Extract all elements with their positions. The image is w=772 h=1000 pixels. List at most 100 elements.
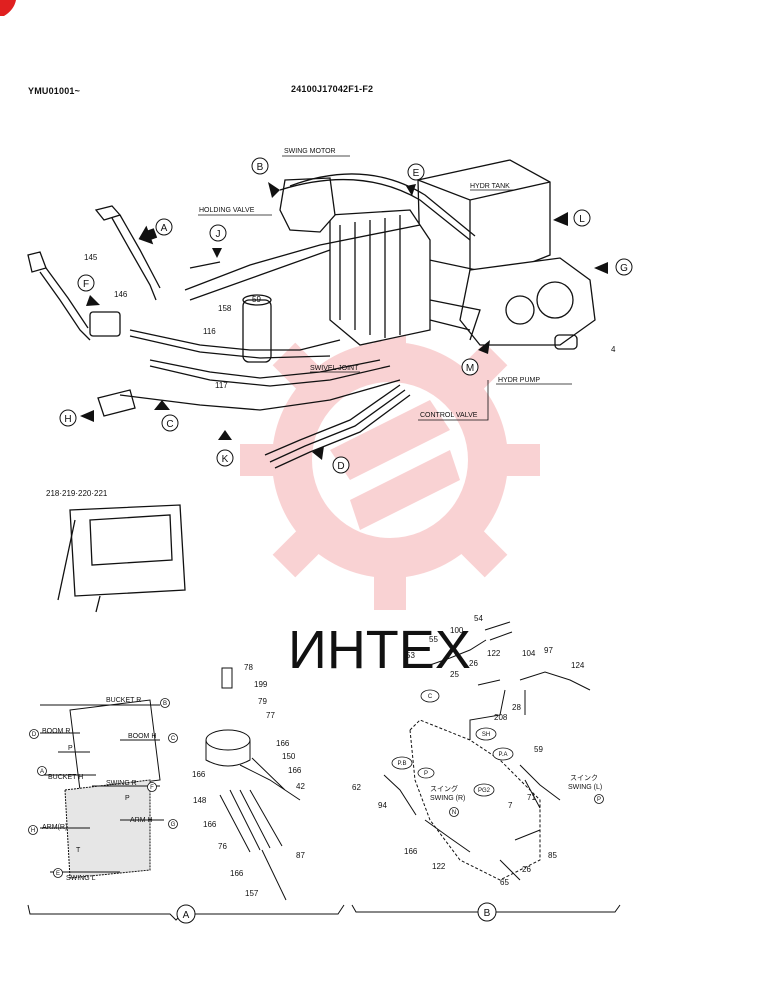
part-a-76: 76 — [218, 842, 227, 851]
part-a-79: 79 — [258, 697, 267, 706]
part-b-104: 104 — [522, 649, 536, 658]
label-t: T — [76, 847, 81, 854]
port-b-c: C — [428, 694, 433, 700]
label-arm-r: ARM(R) — [42, 824, 67, 831]
port-b-pa: P.A — [499, 752, 508, 758]
port-h-a: H — [31, 828, 35, 834]
label-p-b: P — [125, 795, 130, 802]
port-a-a: A — [40, 769, 44, 775]
part-b-7: 7 — [508, 801, 513, 810]
part-b-25: 25 — [450, 670, 459, 679]
label-swing-r: SWING R — [106, 780, 137, 787]
part-b-122: 122 — [487, 649, 501, 658]
swing-l-katakana: スインク — [570, 774, 598, 782]
label-swivel-joint: SWIVEL JOINT — [310, 365, 359, 372]
part-116: 116 — [203, 327, 216, 336]
part-b-26-2: 26 — [522, 865, 531, 874]
part-b-55: 55 — [429, 635, 438, 644]
port-b-a: B — [163, 701, 167, 707]
drawing-number: 24100J17042F1-F2 — [291, 84, 374, 94]
callout-l: L — [579, 214, 585, 225]
swing-l-mark: P — [597, 797, 601, 803]
callout-circles — [59, 157, 633, 474]
callout-b: B — [257, 162, 264, 173]
part-b-28: 28 — [512, 703, 521, 712]
part-b-65: 65 — [500, 878, 509, 887]
label-holding-valve: HOLDING VALVE — [199, 207, 255, 214]
label-p-a: P — [68, 745, 73, 752]
port-b-sh: SH — [482, 732, 490, 738]
watermark-logo — [240, 310, 540, 610]
port-e-a: E — [56, 871, 60, 877]
part-b-94: 94 — [378, 801, 387, 810]
label-swing-motor: SWING MOTOR — [284, 148, 336, 155]
part-a-87: 87 — [296, 851, 305, 860]
callout-c: C — [166, 419, 173, 430]
part-a-199: 199 — [254, 680, 268, 689]
part-a-148: 148 — [193, 796, 207, 805]
label-boom-h: BOOM H — [128, 733, 156, 740]
label-hydr-tank: HYDR TANK — [470, 183, 510, 190]
model-range: YMU01001~ — [28, 86, 81, 96]
part-a-166-5: 166 — [230, 869, 244, 878]
label-bucket-h: BUCKET H — [48, 774, 83, 781]
part-a-166-4: 166 — [203, 820, 217, 829]
swing-r-katakana: スイング — [430, 784, 458, 793]
label-boom-r: BOOM R — [42, 728, 70, 735]
port-b-pg2: PG2 — [478, 788, 491, 794]
callout-m: M — [466, 363, 474, 374]
part-a-150: 150 — [282, 752, 296, 761]
part-b-100: 100 — [450, 626, 464, 635]
part-b-85: 85 — [548, 851, 557, 860]
label-hydr-pump: HYDR PUMP — [498, 377, 540, 384]
callout-d: D — [337, 461, 344, 472]
cab-inset-label: 218·219·220·221 — [46, 489, 108, 498]
part-146: 146 — [114, 290, 128, 299]
callout-a: A — [161, 223, 168, 234]
part-158: 158 — [218, 304, 232, 313]
part-b-54: 54 — [474, 614, 483, 623]
part-117: 117 — [215, 381, 228, 390]
swing-r-label: SWING (R) — [430, 795, 465, 802]
part-a-78: 78 — [244, 663, 253, 672]
part-a-42: 42 — [296, 782, 305, 791]
part-b-59: 59 — [534, 745, 543, 754]
label-arm-h: ARM H — [130, 817, 153, 824]
swing-r-mark: N — [452, 810, 456, 816]
detail-a-drawing — [27, 667, 345, 921]
callout-g: G — [620, 263, 628, 274]
main-hydraulic-diagram — [27, 159, 596, 613]
part-b-53: 53 — [406, 651, 415, 660]
port-d-a: D — [32, 732, 37, 738]
part-b-71: 71 — [527, 793, 536, 802]
detail-a-label: A — [183, 910, 190, 921]
part-a-166-3: 166 — [288, 766, 302, 775]
part-b-26: 26 — [469, 659, 478, 668]
port-c-a: C — [171, 736, 176, 742]
part-b-124: 124 — [571, 661, 585, 670]
part-a-77: 77 — [266, 711, 275, 720]
callout-j: J — [216, 229, 221, 240]
part-4: 4 — [611, 345, 616, 354]
label-bucket-r: BUCKET R — [106, 697, 141, 704]
port-b-p: P — [424, 771, 428, 777]
detail-b-circle — [477, 902, 497, 922]
detail-b-label: B — [484, 908, 491, 919]
callout-e: E — [413, 168, 420, 179]
part-b-208: 208 — [494, 713, 508, 722]
watermark-text: ИНТЕХ — [288, 620, 471, 680]
callout-h: H — [64, 414, 71, 425]
part-59: 59 — [252, 295, 261, 304]
pointer-arrows — [80, 182, 608, 460]
part-b-122-2: 122 — [432, 862, 446, 871]
part-145: 145 — [84, 253, 98, 262]
port-g-a: G — [171, 822, 176, 828]
part-a-157: 157 — [245, 889, 259, 898]
cab-inset: 218·219·220·221 — [46, 489, 108, 498]
label-swing-l: SWING L — [66, 875, 96, 882]
detail-b-drawing — [351, 621, 621, 919]
callout-k: K — [222, 454, 229, 465]
detail-a-circle — [176, 904, 196, 924]
